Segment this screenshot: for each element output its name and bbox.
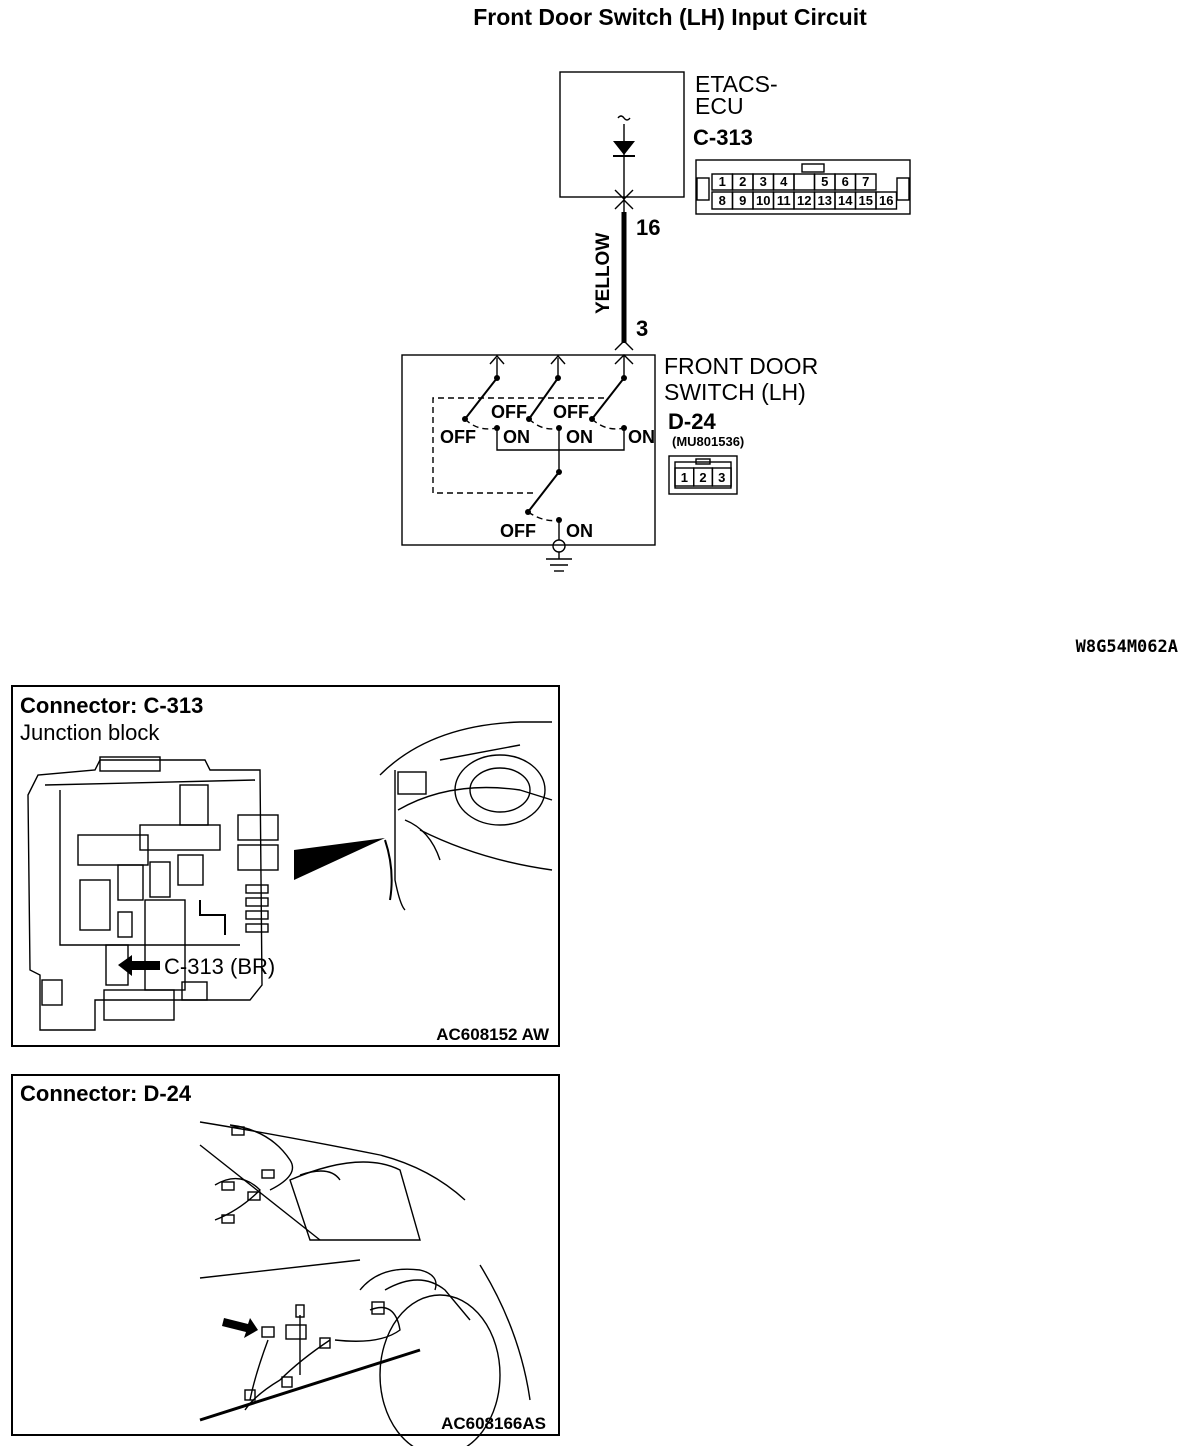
switch-on-label: ON	[503, 427, 530, 447]
panel-code: AC608166AS	[441, 1414, 546, 1433]
connector-pin-number: 8	[719, 193, 726, 208]
switch-off-label: OFF	[500, 521, 536, 541]
connector-pin-number: 6	[842, 174, 849, 189]
connector-pin-number: 15	[859, 193, 873, 208]
location-pointer	[294, 838, 385, 880]
junction-block-illustration	[27, 756, 279, 1031]
connector-panel-d24: Connector: D-24	[11, 1074, 560, 1446]
wire-ecu-pin: 16	[636, 215, 660, 240]
connector-pin-number: 9	[739, 193, 746, 208]
ecu-internal-symbol	[617, 115, 631, 121]
switch-on-label: ON	[628, 427, 655, 447]
connector-pin-cell	[854, 173, 877, 191]
switch-off-label: OFF	[440, 427, 476, 447]
connector-pin-number: 7	[862, 174, 869, 189]
ecu-name-line2: ECU	[695, 93, 744, 119]
front-door-switch-block	[401, 340, 656, 572]
connector-pin-number: 11	[777, 193, 791, 208]
ecu-connector-code: C-313	[693, 125, 753, 150]
connector-pin-number: 3	[718, 470, 725, 485]
connector-pin-number: 16	[879, 193, 893, 208]
ecu-terminal-chevron	[614, 199, 634, 210]
connector-pin-number: 10	[756, 193, 770, 208]
connector-panel-c313: Connector: C-313 Junction block	[11, 685, 560, 1047]
connector-pin-number: 13	[818, 193, 832, 208]
switch-terminal-chevron	[614, 340, 634, 351]
callout-arrow-icon	[118, 955, 160, 976]
diode-icon	[613, 141, 635, 155]
connector-pin-number: 2	[699, 470, 706, 485]
connector-pin-cell	[793, 173, 816, 191]
dashboard-illustration	[379, 721, 553, 911]
connector-pin-number: 1	[719, 174, 726, 189]
wire-color-label: YELLOW	[593, 233, 614, 314]
switch-connector-code: D-24	[668, 409, 716, 434]
panel-subheading: Junction block	[20, 720, 160, 745]
switch-off-label: OFF	[491, 402, 527, 422]
panel-heading: Connector: D-24	[20, 1081, 192, 1106]
switch-off-label: OFF	[553, 402, 589, 422]
callout-label: C-313 (BR)	[164, 954, 275, 979]
connector-pin-number: 1	[681, 470, 688, 485]
figure-code: W8G54M062A	[1076, 637, 1178, 657]
wire-switch-pin: 3	[636, 316, 648, 341]
connector-pin-number: 12	[797, 193, 811, 208]
switch-box	[401, 354, 656, 546]
connector-pin-number: 4	[780, 174, 788, 189]
mechanical-linkage	[432, 397, 604, 494]
page-title: Front Door Switch (LH) Input Circuit	[473, 4, 867, 30]
ecu-box	[559, 71, 685, 198]
vehicle-body-illustration	[199, 1121, 531, 1446]
connector-pin-number: 14	[838, 193, 853, 208]
connector-pin-number: 3	[760, 174, 767, 189]
callout-arrow-icon	[222, 1318, 258, 1338]
ground-terminal	[552, 539, 566, 553]
switch-name-line2: SWITCH (LH)	[664, 379, 806, 405]
switch-on-label: ON	[566, 427, 593, 447]
connector-pin-number: 5	[821, 174, 828, 189]
panel-code: AC608152 AW	[436, 1025, 550, 1044]
etacs-ecu-block	[559, 71, 685, 212]
connector-pin-number: 2	[739, 174, 746, 189]
switch-part-number: (MU801536)	[672, 434, 744, 449]
switch-name-line1: FRONT DOOR	[664, 353, 818, 379]
connector-pin-cell	[711, 467, 732, 487]
switch-on-label: ON	[566, 521, 593, 541]
connector-pin-cell	[875, 191, 898, 210]
panel-heading: Connector: C-313	[20, 693, 203, 718]
ecu-name-line1: ETACS-	[695, 71, 778, 97]
